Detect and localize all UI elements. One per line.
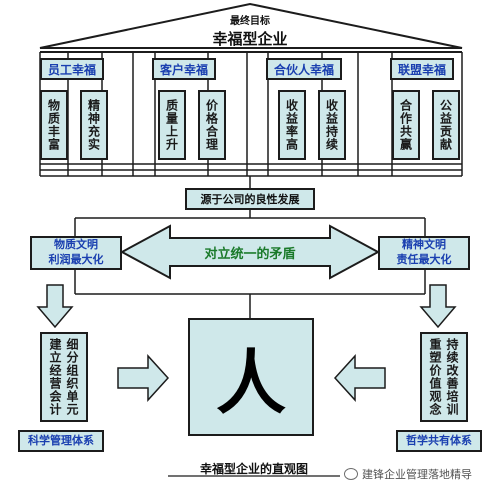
arrow-to-center-right (333, 354, 386, 402)
left-column-box: 建立经营会计 细分组织单元 (40, 332, 88, 422)
item-return-steady: 收益持续 (318, 90, 346, 160)
source-box: 源于公司的良性发展 (185, 188, 315, 210)
left-box: 物质文明利润最大化 (30, 236, 122, 270)
item-material-rich: 物质丰富 (40, 90, 68, 160)
arrow-to-center-left (117, 354, 170, 402)
item-win-win: 合作共赢 (392, 90, 420, 160)
roof-triangle (39, 2, 463, 49)
header-alliance: 联盟幸福 (390, 58, 454, 80)
item-price-fair: 价格合理 (198, 90, 226, 160)
bottom-right-label: 哲学共有体系 (396, 430, 482, 452)
down-arrow-right (419, 284, 457, 329)
right-box: 精神文明责任最大化 (378, 236, 470, 270)
bottom-left-label: 科学管理体系 (18, 430, 104, 452)
item-quality-up: 质量上升 (158, 90, 186, 160)
wechat-icon (344, 468, 358, 480)
goal-label: 最终目标 (230, 16, 270, 27)
item-spirit-full: 精神充实 (80, 90, 108, 160)
person-glyph: 人 (216, 340, 286, 424)
arrow-label: 对立统一的矛盾 (204, 247, 296, 262)
down-arrow-left (36, 284, 74, 329)
center-person-box: 人 (188, 318, 314, 436)
watermark: 建锋企业管理落地精导 (344, 466, 494, 482)
header-partner: 合伙人幸福 (266, 58, 342, 80)
header-customer: 客户幸福 (152, 58, 216, 80)
right-column-box: 重塑价值观念 持续改善培训 (420, 332, 468, 422)
roof-title: 幸福型企业 (212, 30, 288, 48)
caption: 幸福型企业的直观图 (199, 462, 308, 476)
item-return-high: 收益率高 (278, 90, 306, 160)
header-employee: 员工幸福 (40, 58, 104, 80)
item-public-good: 公益贡献 (432, 90, 460, 160)
